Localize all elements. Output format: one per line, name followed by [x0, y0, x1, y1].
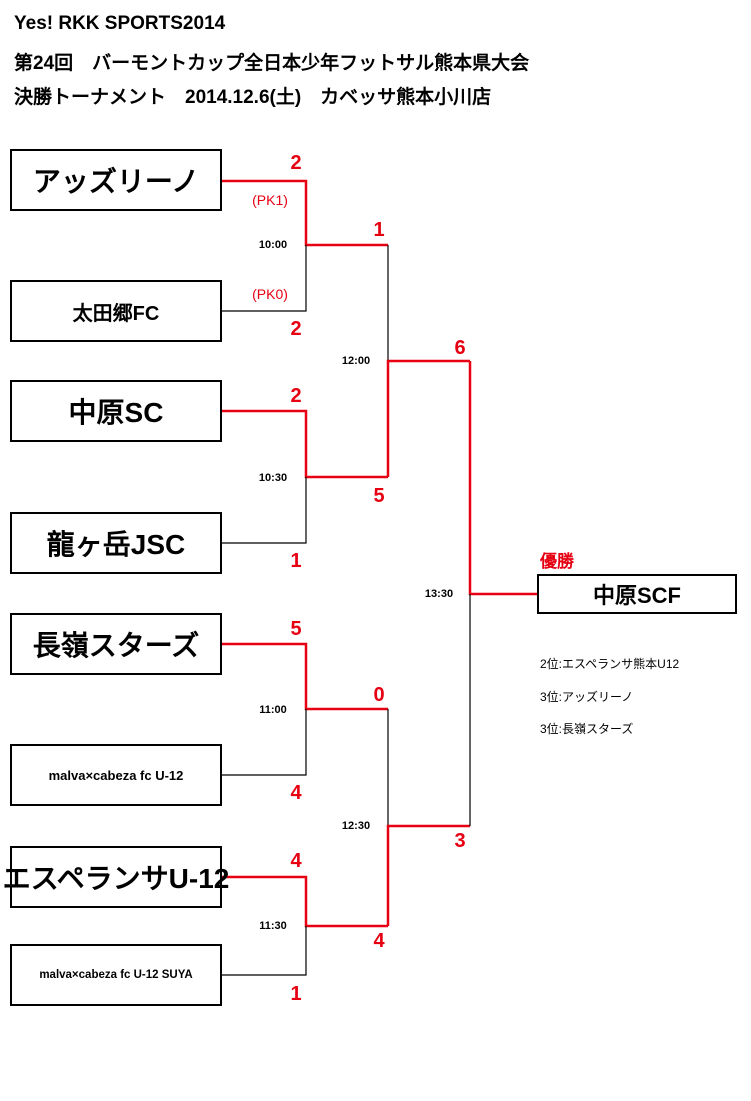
score-label: 3 — [454, 830, 466, 852]
ranking-item: 3位:アッズリーノ — [540, 690, 634, 704]
bracket-line-win — [222, 179, 388, 247]
champion-label: 優勝 — [540, 552, 574, 571]
team-box: アッズリーノ — [10, 149, 222, 211]
bracket-line-win — [222, 875, 388, 928]
score-label: 4 — [290, 850, 302, 872]
score-label: 2 — [290, 318, 302, 340]
bracket-line — [222, 477, 307, 544]
header-line-2: 第24回 バーモントカップ全日本少年フットサル熊本県大会 — [14, 53, 530, 74]
header-line-3: 決勝トーナメント 2014.12.6(土) カベッサ熊本小川店 — [14, 87, 492, 108]
ranking-item: 3位:長嶺スターズ — [540, 722, 634, 736]
score-label: 1 — [373, 219, 385, 241]
score-label: 0 — [373, 684, 385, 706]
match-time: 12:00 — [341, 355, 371, 367]
team-box: 中原SC — [10, 380, 222, 442]
bracket-line-win — [386, 824, 470, 926]
team-box: 太田郷FC — [10, 280, 222, 342]
bracket-line — [222, 245, 307, 312]
score-label: 1 — [290, 550, 302, 572]
match-time: 11:30 — [259, 920, 287, 932]
score-label: 4 — [290, 782, 302, 804]
score-label: 5 — [290, 618, 302, 640]
score-label: 6 — [454, 337, 466, 359]
bracket-line — [222, 709, 307, 776]
match-time: 13:30 — [424, 588, 454, 600]
team-box: malva×cabeza fc U-12 — [10, 744, 222, 806]
match-time: 12:30 — [341, 820, 371, 832]
ranking-item: 2位:エスペランサ熊本U12 — [540, 657, 680, 671]
bracket-line — [222, 926, 307, 976]
score-label: 5 — [373, 485, 385, 507]
score-label: 4 — [373, 930, 385, 952]
team-box: エスペランサU-12 — [3, 846, 229, 908]
score-label: 2 — [290, 385, 302, 407]
score-label: 1 — [290, 983, 302, 1005]
match-time: 11:00 — [259, 704, 287, 716]
score-label: 2 — [290, 152, 302, 174]
team-box: 龍ヶ岳JSC — [10, 512, 222, 574]
match-time: 10:00 — [258, 239, 288, 251]
bracket-line-win — [222, 642, 388, 711]
bracket-line-win — [386, 359, 470, 477]
match-time: 10:30 — [258, 472, 288, 484]
header-line-1: Yes! RKK SPORTS2014 — [14, 13, 226, 34]
champion-box: 中原SCF — [537, 574, 737, 614]
team-box: malva×cabeza fc U-12 SUYA — [10, 944, 222, 1006]
bracket-line-win — [468, 361, 537, 596]
pk-label: (PK1) — [252, 192, 288, 208]
team-box: 長嶺スターズ — [10, 613, 222, 675]
pk-label: (PK0) — [252, 286, 288, 302]
bracket-line-win — [222, 409, 388, 479]
